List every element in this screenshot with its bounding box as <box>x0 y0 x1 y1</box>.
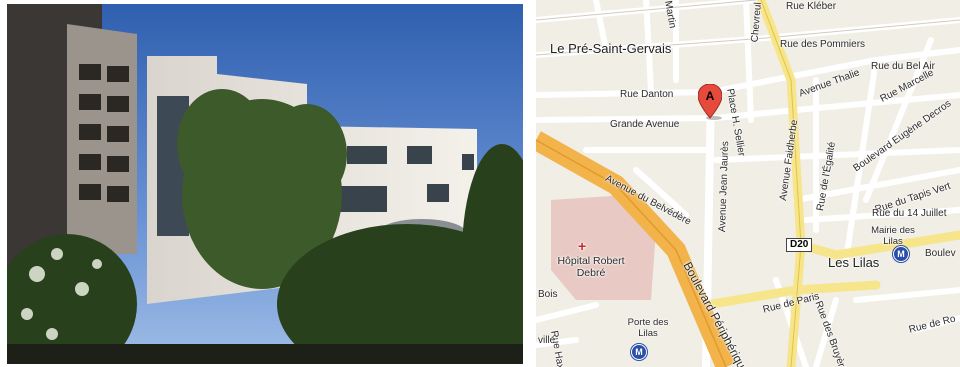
hospital-icon: + <box>578 238 587 254</box>
map-marker-letter: A <box>705 89 715 103</box>
street-label-ville: ville <box>538 335 556 346</box>
metro-label-mairie-des-lilas: Mairie des Lilas <box>871 225 915 247</box>
metro-icon[interactable]: M <box>631 344 647 360</box>
metro-label-porte-des-lilas: Porte des Lilas <box>627 317 669 339</box>
street-label-pommiers: Rue des Pommiers <box>780 39 866 50</box>
street-label-boulev: Boulev <box>925 248 956 259</box>
map-roads <box>536 0 960 367</box>
map-pin-icon <box>698 84 722 120</box>
hospital-label: Hôpital Robert Debré <box>557 255 625 280</box>
place-label-pre-saint-gervais: Le Pré-Saint-Gervais <box>550 41 672 56</box>
map-marker-a[interactable]: A <box>698 84 722 120</box>
place-label-les-lilas: Les Lilas <box>828 255 880 270</box>
building-photo-illustration <box>7 4 523 364</box>
street-label-bois: Bois <box>538 289 558 300</box>
street-label-danton: Rue Danton <box>620 89 674 100</box>
building-photo <box>7 4 523 364</box>
hospital-area <box>551 195 656 300</box>
street-label-14-juillet: Rue du 14 Juillet <box>872 208 947 219</box>
metro-icon[interactable]: M <box>893 246 909 262</box>
street-label-kleber: Rue Kléber <box>786 1 837 12</box>
street-map[interactable]: Le Pré-Saint-Gervais Les Lilas Rue Klébe… <box>536 0 960 367</box>
street-label-bel-air: Rue du Bel Air <box>871 61 935 72</box>
road-shield-d20: D20 <box>786 238 813 252</box>
street-label-grande-avenue: Grande Avenue <box>610 119 680 130</box>
